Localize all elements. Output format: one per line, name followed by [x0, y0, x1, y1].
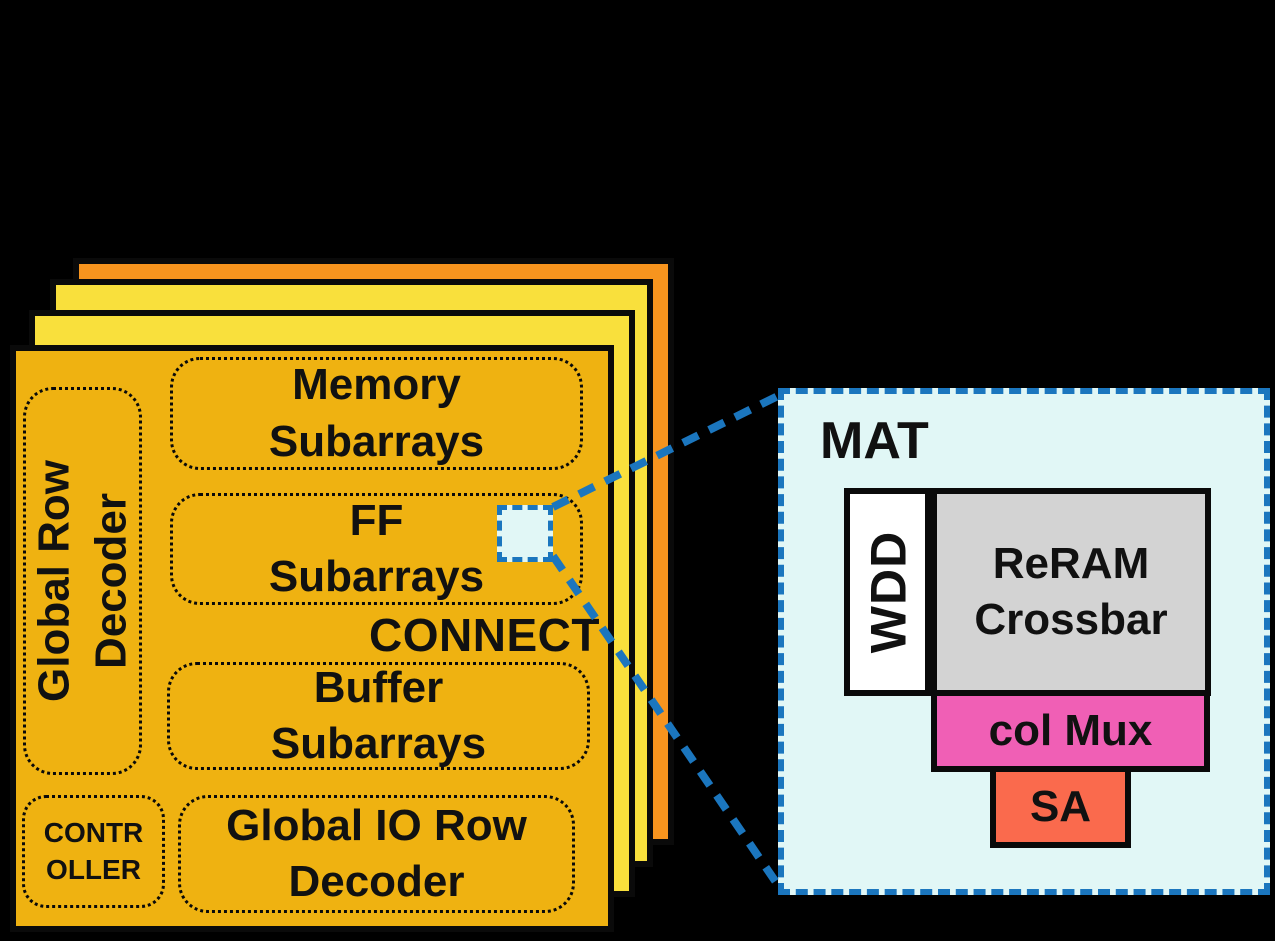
col-mux-block: col Mux: [931, 690, 1210, 772]
global-row-decoder-label: Global Row Decoder: [29, 460, 135, 702]
buffer-subarrays-label: Buffer Subarrays: [270, 662, 487, 768]
global-row-decoder-block: Global Row Decoder: [23, 387, 142, 775]
ff-subarrays-label: FF Subarrays: [268, 495, 485, 601]
chip-layer-front: Global Row Decoder Memory Subarrays FF S…: [10, 345, 614, 932]
reram-crossbar-label: ReRAM Crossbar: [974, 538, 1168, 644]
wdd-rotated-text: WDD: [844, 488, 931, 696]
ff-subarrays-block: FF Subarrays: [170, 493, 583, 605]
global-io-row-decoder-block: Global IO Row Decoder: [178, 795, 575, 913]
global-row-decoder-rotated-text: Global Row Decoder: [23, 387, 142, 775]
reram-crossbar-block: ReRAM Crossbar: [931, 488, 1211, 696]
mat-title: MAT: [820, 412, 929, 470]
sense-amp-block: SA: [990, 766, 1131, 848]
wdd-label: WDD: [859, 530, 916, 654]
mat-highlight-square: [497, 505, 553, 562]
controller-label: CONTR OLLER: [43, 816, 144, 885]
memory-subarrays-label: Memory Subarrays: [268, 360, 485, 466]
global-io-row-decoder-label: Global IO Row Decoder: [226, 800, 527, 906]
memory-subarrays-block: Memory Subarrays: [170, 357, 583, 470]
col-mux-label: col Mux: [988, 705, 1153, 755]
sense-amp-label: SA: [1029, 781, 1092, 831]
mat-detail-panel: MAT WDD ReRAM Crossbar col Mux SA: [778, 388, 1270, 895]
wdd-block: WDD: [844, 488, 931, 696]
buffer-subarrays-block: Buffer Subarrays: [167, 662, 590, 770]
connect-label: CONNECT: [369, 609, 600, 661]
controller-block: CONTR OLLER: [22, 795, 165, 908]
